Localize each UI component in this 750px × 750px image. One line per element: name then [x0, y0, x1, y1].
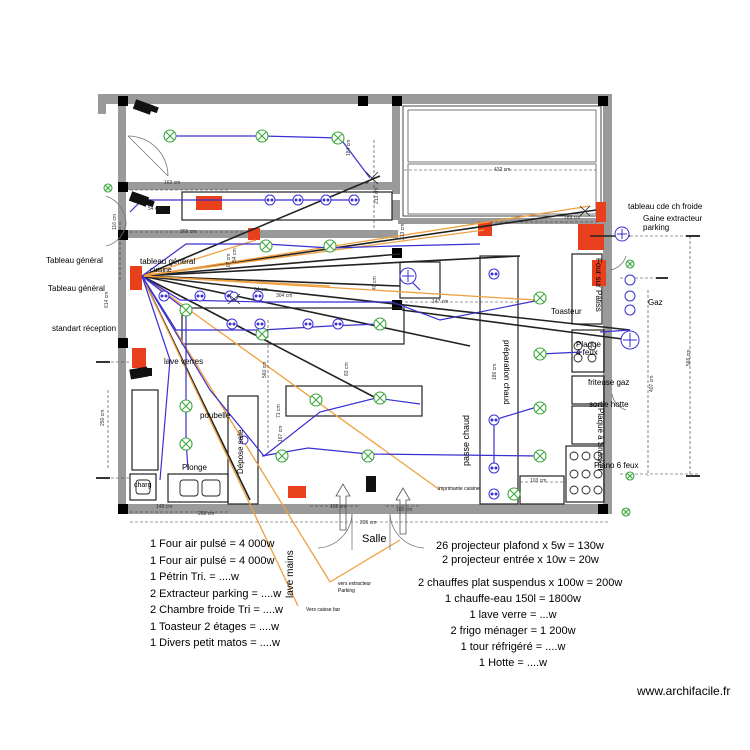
power-item: 1 Four air pulsé = 4 000w [150, 538, 275, 550]
label-salle: Salle [362, 533, 387, 545]
doors [105, 135, 627, 550]
label-vers-extracteur: vers extracteur [338, 581, 372, 587]
dim-407: 407 cm [649, 375, 655, 392]
power-item: 2 chauffes plat suspendus x 100w = 200w [418, 577, 623, 589]
dim-213: 213 cm [374, 187, 380, 204]
power-item: 1 Divers petit matos = ....w [150, 637, 280, 649]
dim-147: 147 cm [432, 299, 449, 305]
outside-marks [96, 235, 700, 479]
dim-64: 64 cm [254, 287, 268, 293]
dim-250: 250 cm [100, 409, 106, 426]
door-arrows [335, 483, 411, 535]
power-item: 2 projecteur entrée x 10w = 20w [442, 554, 599, 566]
label-tableau-general-2: Tableau général [48, 284, 105, 293]
dim-163: 163 cm [164, 180, 181, 186]
label-sortie-hotte: sortie hotte [589, 400, 629, 409]
sinks [135, 479, 221, 497]
camera-icons [128, 99, 376, 492]
dim-295: 295 cm [360, 520, 377, 526]
label-imprimante: imprimante cuisine [438, 486, 480, 492]
power-item: 1 tour réfrigéré = ....w [460, 641, 566, 653]
power-item: 1 Toasteur 2 étages = ....w [150, 620, 280, 633]
black-wires [141, 175, 631, 501]
label-parking: parking [643, 223, 670, 232]
power-item: 26 projecteur plafond x 5w = 130w [436, 540, 604, 552]
dim-116: 116 cm [112, 213, 118, 230]
dimension-lines [96, 140, 700, 523]
credit-link[interactable]: www.archifacile.fr [637, 684, 731, 698]
power-list-right-top: 26 projecteur plafond x 5w = 130w 2 proj… [436, 539, 604, 567]
dim-71: 71 cm [276, 404, 282, 418]
dim-268: 268 cm [198, 511, 215, 517]
dim-184: 184 cm [346, 139, 352, 156]
cold-room [402, 105, 602, 217]
dim-566: 566 cm [686, 349, 692, 366]
dim-289: 289 cm [564, 215, 581, 221]
dim-107: 107 cm [226, 253, 232, 270]
junction-markers [227, 171, 591, 305]
dim-54: 54 cm [148, 206, 162, 212]
dim-83: 83 cm [344, 362, 350, 376]
dim-266: 266 cm [180, 229, 197, 235]
power-item: 2 Extracteur parking = ....w [150, 587, 282, 600]
burners [569, 341, 603, 495]
dim-54b: 54 cm [232, 248, 238, 262]
dim-186: 186 cm [492, 363, 498, 380]
dim-560: 560 cm [262, 361, 268, 378]
label-standart-reception: standart réception [52, 324, 117, 333]
label-charg: charg [134, 482, 152, 489]
dim-304: 304 cm [276, 293, 293, 299]
label-lave-mains: lave mains [285, 550, 296, 598]
dim-148: 148 cm [156, 504, 173, 510]
label-piano-6-feux: Piano 6 feux [594, 461, 639, 470]
label-vers-caisse-bar: Vers caisse bar [306, 607, 341, 613]
dim-167: 167 cm [278, 425, 284, 442]
dim-614: 614 cm [104, 291, 110, 308]
power-item: 1 Hotte = ....w [478, 657, 548, 669]
power-sockets [158, 194, 640, 500]
power-list-right: 2 chauffes plat suspendus x 100w = 200w … [418, 575, 623, 671]
label-friteuse-gaz: friteuse gaz [588, 378, 630, 387]
power-list-left: 1 Four air pulsé = 4 000w 1 Four air pul… [150, 536, 283, 652]
label-plonge: Plonge [182, 463, 207, 472]
power-item: 1 Four air pulsé = 4 000w [150, 554, 275, 567]
dim-49: 49 cm [372, 276, 378, 290]
power-item: 1 chauffe-eau 150l = 1800w [445, 593, 581, 605]
label-plaque-4-feux: Plaque 4 feux [576, 340, 601, 357]
label-gaz: Gaz [648, 298, 663, 307]
label-toasteur: Toasteur [551, 307, 582, 316]
power-item: 1 lave verre = ...w [469, 609, 557, 621]
dim-432: 432 cm [494, 167, 511, 173]
label-cuisine: cuisine [150, 267, 172, 274]
label-gaine-extracteur: Gaine extracteur [643, 214, 703, 223]
label-four: Four sur Pâtiss [594, 258, 603, 312]
power-item: 2 frigo ménager = 1 200w [450, 625, 576, 637]
label-tableau-cde: tableau cde ch froide [628, 202, 703, 211]
dim-103: 103 cm [530, 478, 547, 484]
label-preparation-chaud: préparation chaud [502, 340, 511, 405]
label-passe-chaud: passe chaud [461, 414, 471, 466]
label-lave-verres: lave verres [164, 357, 204, 366]
dim-213b: 213 cm [400, 223, 406, 240]
dim-106: 106 cm [330, 504, 347, 510]
label-vers-extracteur-parking: Parking [338, 588, 355, 594]
label-tableau-general-1: Tableau général [46, 256, 103, 265]
label-tableau-general-cuisine: tableau général [140, 257, 196, 266]
label-poubelle: poubelle [200, 411, 231, 420]
ceiling-lights [103, 129, 635, 517]
label-depose-sale: Dépose sale [236, 429, 245, 474]
dim-100: 100 cm [396, 507, 413, 513]
power-item: 2 Chambre froide Tri = ....w [150, 604, 283, 616]
power-item: 1 Pétrin Tri. = ....w [150, 571, 239, 583]
